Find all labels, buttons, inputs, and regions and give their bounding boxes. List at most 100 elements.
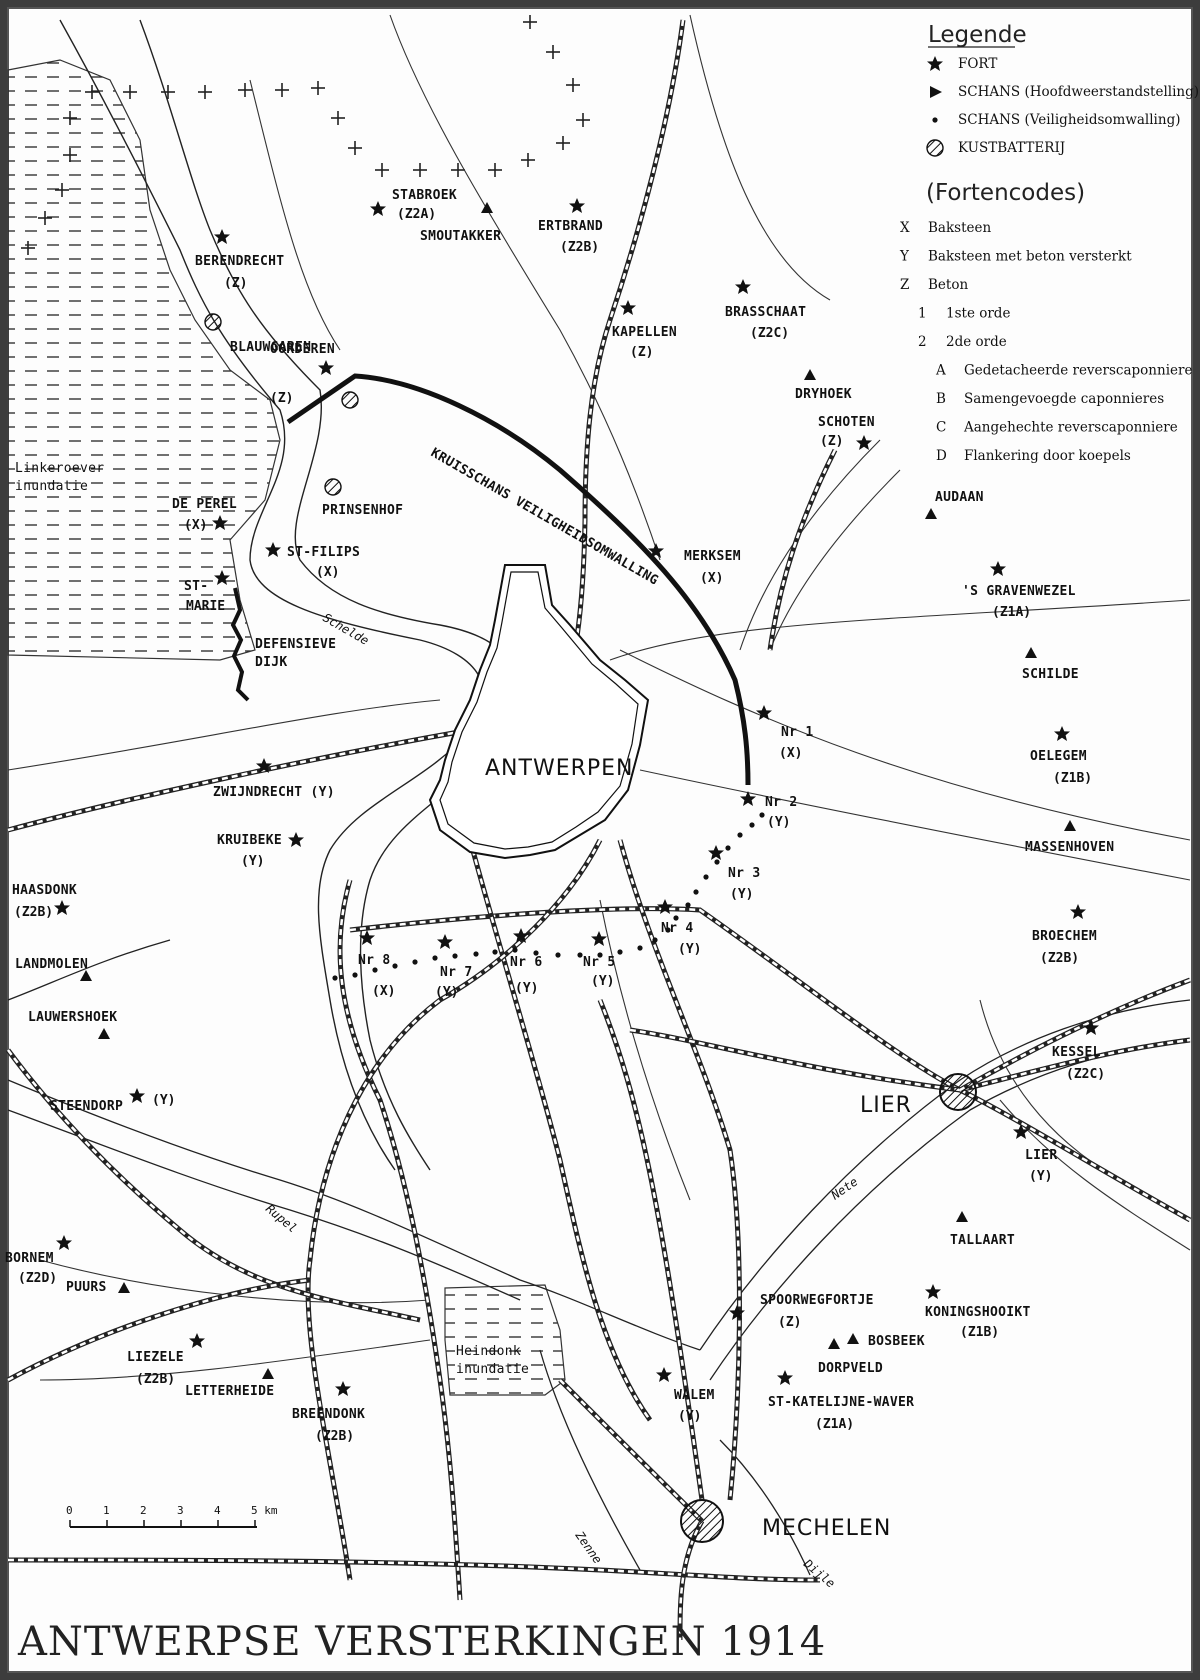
fort-code: (Z2B) xyxy=(1040,951,1079,966)
fort-label: LIEZELE xyxy=(127,1350,184,1365)
code-label: Samengevoegde caponnieres xyxy=(964,391,1164,407)
schans-label: BOSBEEK xyxy=(868,1334,925,1349)
fort-label: Nr 2 xyxy=(765,795,798,810)
code-key: Y xyxy=(899,249,910,265)
fort-labels: STABROEK(Z2A)ERTBRAND(Z2B)BERENDRECHT(Z)… xyxy=(5,188,1105,1444)
heindonk-inundation xyxy=(444,1284,566,1396)
fort-code: (Z2D) xyxy=(18,1271,57,1286)
veiligheidsomwalling-line xyxy=(286,373,751,786)
fort-label: ST- xyxy=(184,579,208,594)
fort-code: (Z1B) xyxy=(1053,771,1092,786)
code-key: C xyxy=(936,420,946,436)
dot-icon xyxy=(932,117,938,123)
fort-code: (Y) xyxy=(767,815,790,830)
inundation-label-heindonk-2: inundatie xyxy=(456,1362,529,1377)
code-key: 1 xyxy=(918,306,927,322)
battery-label: BLAUWGAREN xyxy=(230,340,311,355)
fort-label: SPOORWEGFORTJE xyxy=(760,1293,874,1308)
fort-label: HAASDONK xyxy=(12,883,77,898)
mechelen-town xyxy=(680,1499,724,1543)
fort-code: (Z1A) xyxy=(992,605,1031,620)
fort-label: KAPELLEN xyxy=(612,325,677,340)
schans-label: PUURS xyxy=(66,1280,107,1295)
battery-icon xyxy=(324,478,342,496)
roads xyxy=(7,14,1191,1381)
schans-label: DRYHOEK xyxy=(795,387,852,402)
scale-tick-label: 5 km xyxy=(251,1504,278,1517)
fort-label: BREENDONK xyxy=(292,1407,365,1422)
fort-code: (Z) xyxy=(820,434,843,449)
fort-code: (Z1B) xyxy=(960,1325,999,1340)
fort-label: OELEGEM xyxy=(1030,749,1087,764)
border-crosses xyxy=(21,15,590,255)
fort-code: (Y) xyxy=(591,974,614,989)
fort-label: WALEM xyxy=(674,1388,715,1403)
fort-label: LIER xyxy=(1025,1148,1058,1163)
fort-code: (Z) xyxy=(270,391,293,406)
defensive-dike xyxy=(230,587,250,702)
fort-code: (Y) xyxy=(678,942,701,957)
battery-icon xyxy=(204,313,222,331)
fort-code: (Z2A) xyxy=(397,207,436,222)
schans-labels: SMOUTAKKERDRYHOEKAUDAANSCHILDEMASSENHOVE… xyxy=(15,229,1114,1399)
code-key: B xyxy=(936,391,946,407)
legend-item-label: SCHANS (Veiligheidsomwalling) xyxy=(958,112,1180,128)
fort-label: BERENDRECHT xyxy=(195,254,284,269)
scale-tick-label: 1 xyxy=(103,1504,110,1517)
codes-title: (Fortencodes) xyxy=(926,180,1085,206)
code-label: 1ste orde xyxy=(946,306,1010,322)
code-label: 2de orde xyxy=(946,334,1007,350)
code-label: Baksteen xyxy=(928,220,991,236)
code-label: Flankering door koepels xyxy=(964,448,1131,464)
fort-code: (Z2C) xyxy=(750,326,789,341)
fort-label: Nr 6 xyxy=(510,955,543,970)
fort-label: OORDEREN xyxy=(270,342,335,357)
schans-label: MASSENHOVEN xyxy=(1025,840,1114,855)
fort-code: (Y) xyxy=(515,981,538,996)
lier-town xyxy=(939,1073,977,1111)
fort-code: (Y) xyxy=(678,1409,701,1424)
fort-code: (Z2B) xyxy=(560,240,599,255)
fort-code: (Y) xyxy=(435,985,458,1000)
legend-title: Legende xyxy=(928,22,1027,48)
schans-label: AUDAAN xyxy=(935,490,984,505)
code-label: Aangehechte reverscaponniere xyxy=(963,420,1178,436)
fort-label: MERKSEM xyxy=(684,549,741,564)
railways xyxy=(5,19,1192,1641)
fort-label: KONINGSHOOIKT xyxy=(925,1305,1031,1320)
fort-code: (X) xyxy=(779,746,802,761)
legend-item-label: FORT xyxy=(958,56,997,72)
inner-ring-dots xyxy=(332,812,765,981)
scale-tick-label: 4 xyxy=(214,1504,221,1517)
fort-label: SCHOTEN xyxy=(818,415,875,430)
fort-code: (Z2C) xyxy=(1066,1067,1105,1082)
fort-label: STABROEK xyxy=(392,188,457,203)
fort-label: ST-FILIPS xyxy=(287,545,360,560)
fort-code: (Z2B) xyxy=(136,1372,175,1387)
fort-code: (X) xyxy=(184,518,207,533)
fort-label: Nr 1 xyxy=(781,725,814,740)
fort-label: Nr 3 xyxy=(728,866,761,881)
code-key: D xyxy=(936,448,947,464)
fort-code: (Y) xyxy=(730,887,753,902)
dike-label-2: DIJK xyxy=(255,655,288,670)
map-title: ANTWERPSE VERSTERKINGEN 1914 xyxy=(17,1619,826,1665)
fort-label: KRUIBEKE xyxy=(217,833,282,848)
schans-label: DORPVELD xyxy=(818,1361,883,1376)
city-label-antwerpen: ANTWERPEN xyxy=(485,756,634,781)
inundation-label-linkeroever-1: Linkeroever xyxy=(15,461,104,476)
fort-label: STEENDORP xyxy=(50,1099,123,1114)
fort-code: (Y) xyxy=(241,854,264,869)
fort-code: (Z2B) xyxy=(315,1429,354,1444)
schans-label: TALLAART xyxy=(950,1233,1015,1248)
code-key: 2 xyxy=(918,334,927,350)
city-label-mechelen: MECHELEN xyxy=(762,1516,891,1541)
fort-label: KESSEL xyxy=(1052,1045,1101,1060)
schans-label: LANDMOLEN xyxy=(15,957,88,972)
fort-label: BROECHEM xyxy=(1032,929,1097,944)
code-key: A xyxy=(935,363,946,379)
fort-code: (Z) xyxy=(778,1315,801,1330)
